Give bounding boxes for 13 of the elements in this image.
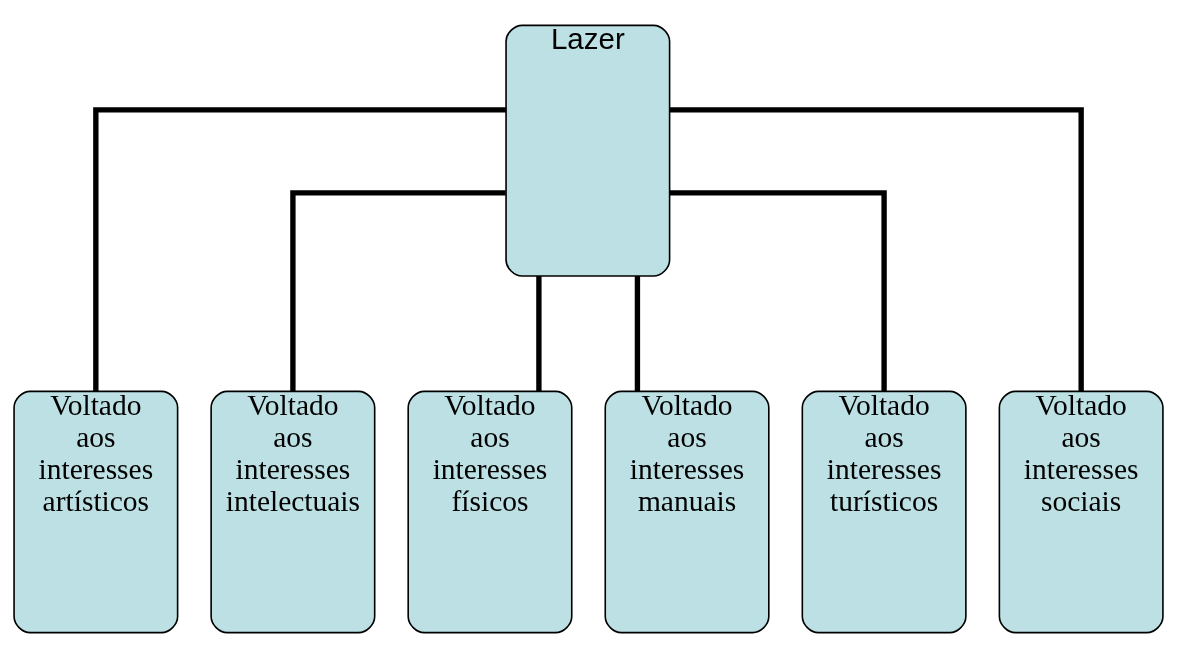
node-box: Voltado aos interesses físicos [407, 390, 573, 633]
connector [536, 275, 542, 391]
node-box: Voltado aos interesses sociais [998, 390, 1164, 633]
node-box: Voltado aos interesses turísticos [801, 390, 967, 633]
connector [669, 189, 887, 391]
node-box: Voltado aos interesses artísticos [13, 390, 179, 633]
node-box: Lazer [505, 24, 671, 277]
node-box: Voltado aos interesses manuais [604, 390, 770, 633]
connector [634, 275, 641, 391]
node-box: Voltado aos interesses intelectuais [210, 390, 376, 633]
connector [669, 106, 1084, 391]
connector [290, 189, 506, 391]
connector [93, 106, 507, 391]
